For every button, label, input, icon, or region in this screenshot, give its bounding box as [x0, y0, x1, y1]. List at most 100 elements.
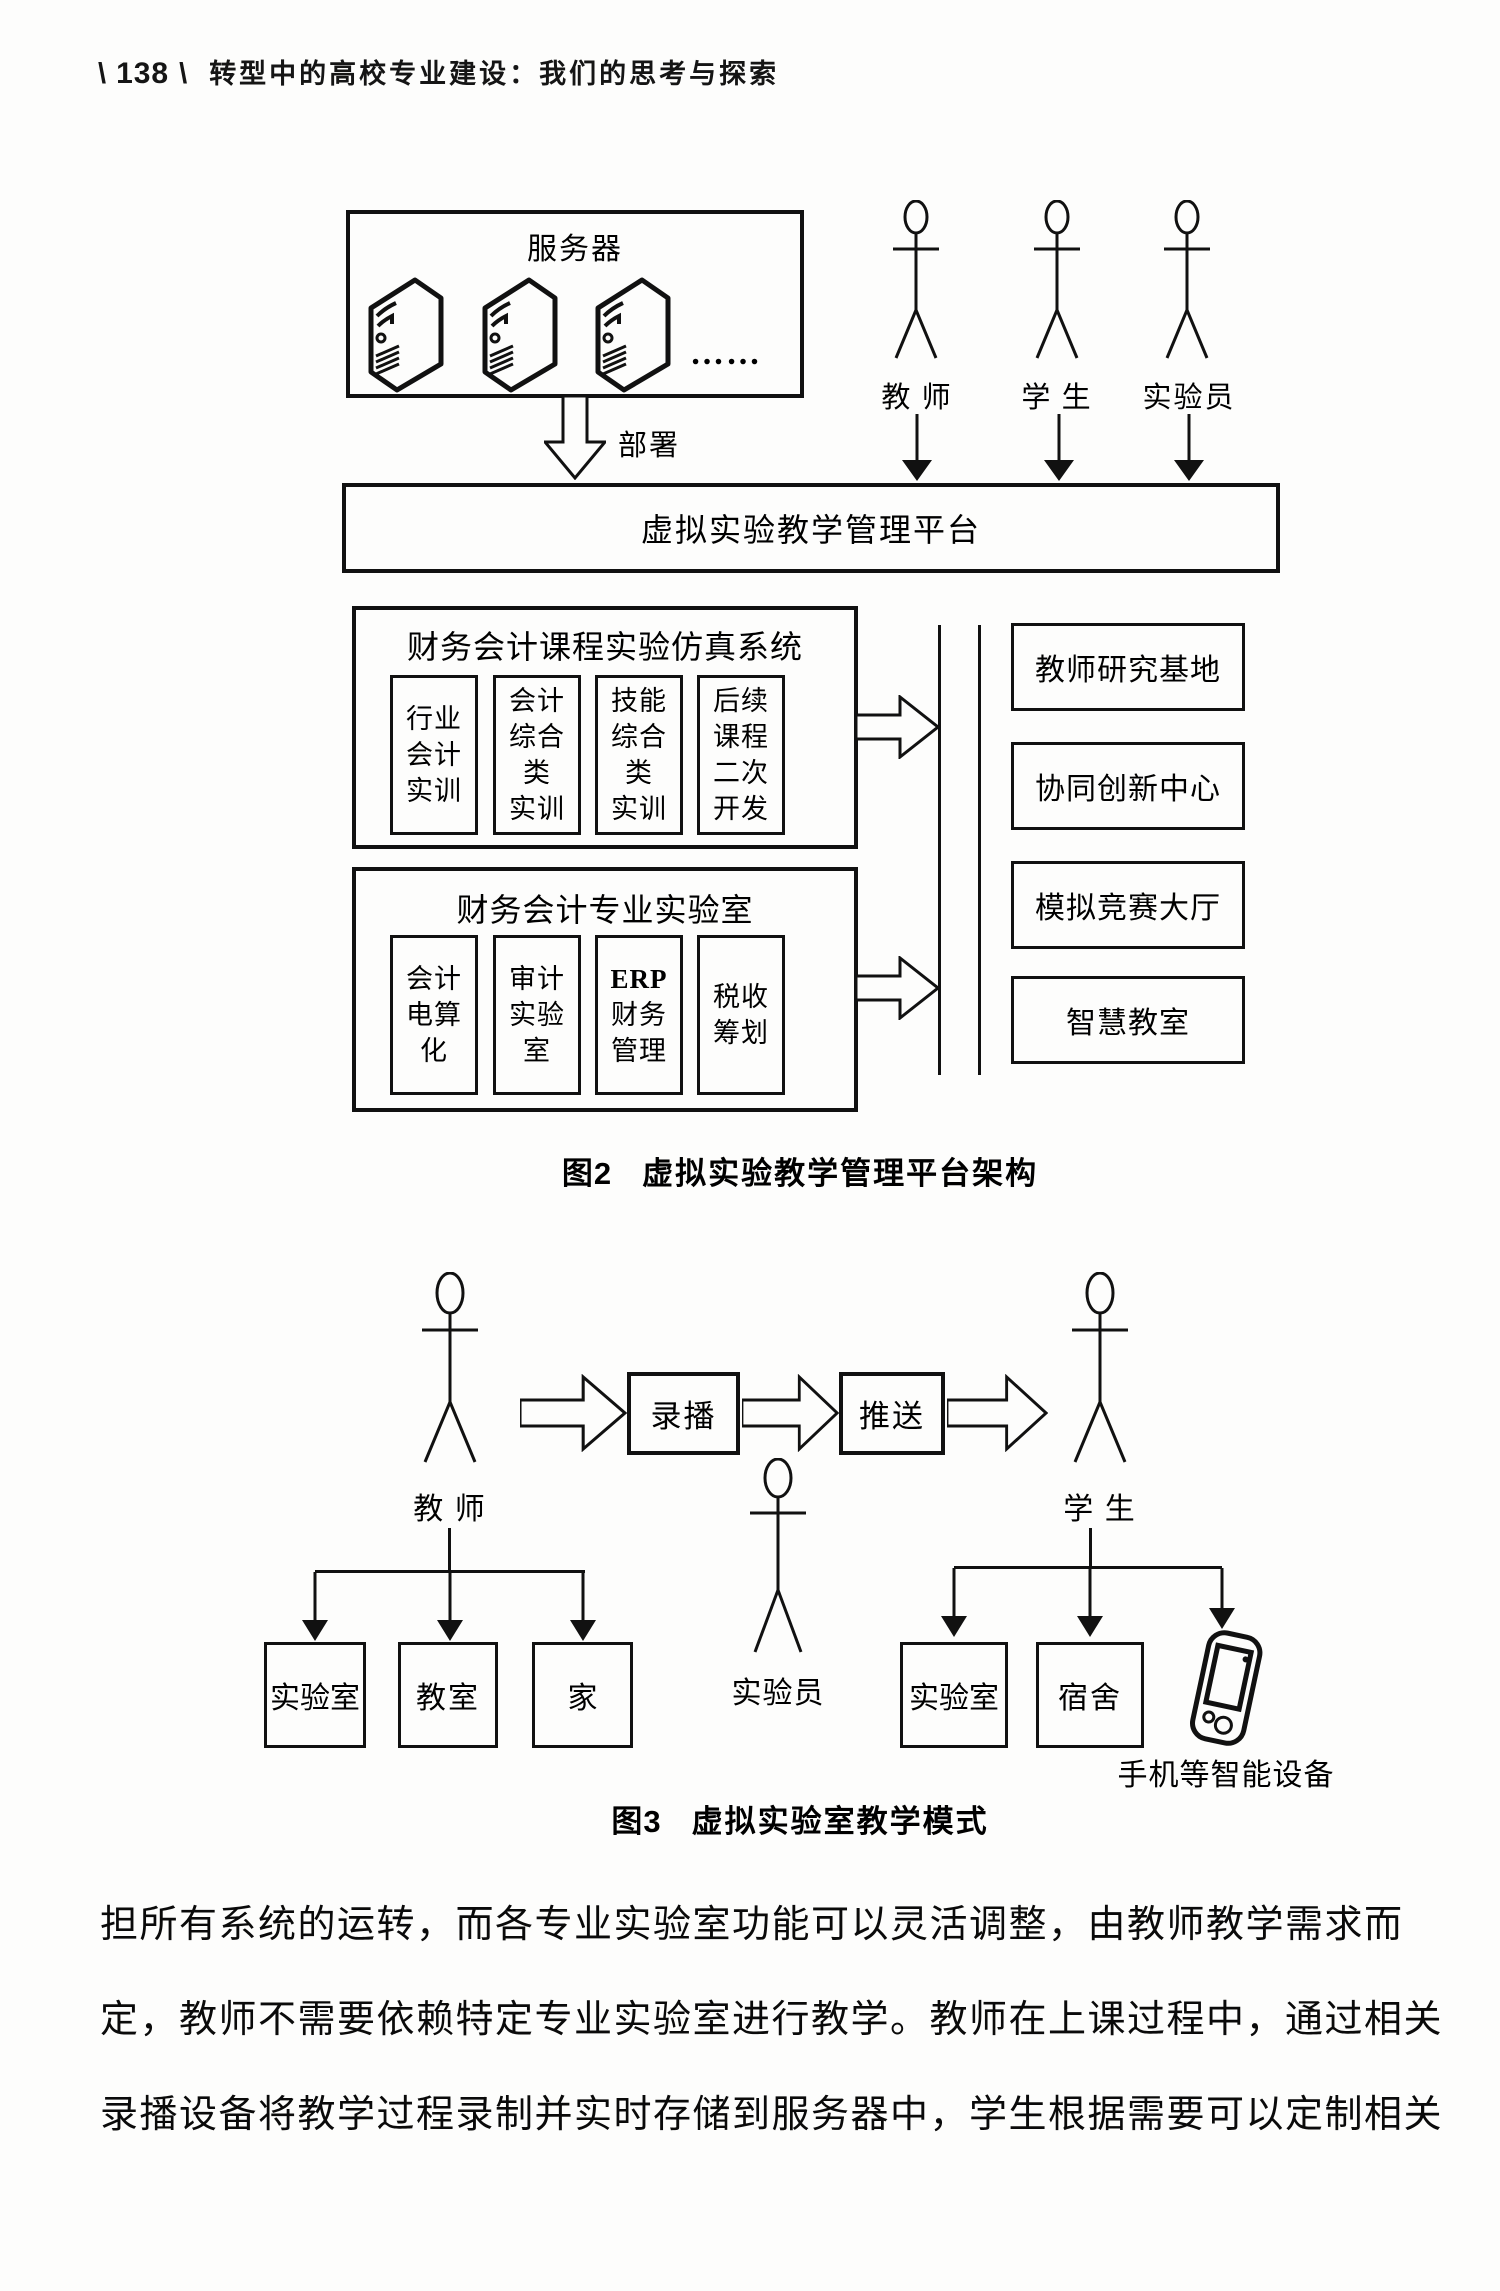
- sim-item-box: 后续 课程 二次 开发: [697, 675, 785, 835]
- body-text-line: 担所有系统的运转，而各专业实验室功能可以灵活调整，由教师教学需求而: [100, 1904, 1404, 1946]
- right-box-competition-hall: 模拟竞赛大厅: [1011, 861, 1245, 949]
- fig3-teacher-label: 教 师: [413, 1493, 487, 1526]
- sim-item-line: 二次: [713, 758, 769, 788]
- sim-item-box: 技能 综合类 实训: [595, 675, 683, 835]
- sim-item-line: 实训: [509, 794, 565, 824]
- server-icon: [482, 277, 558, 393]
- down-arrow-icon: [570, 1572, 596, 1641]
- teacher-place-lab-box: 实验室: [264, 1642, 366, 1748]
- server-icon: [595, 277, 671, 393]
- teacher-place-classroom-box: 教室: [398, 1642, 498, 1748]
- sim-item-line: 实训: [406, 776, 462, 806]
- sim-item-box: 会计 综合类 实训: [493, 675, 581, 835]
- down-arrow-icon: [1174, 414, 1204, 481]
- teacher-label: 教 师: [881, 382, 953, 414]
- place-label: 宿舍: [1058, 1682, 1122, 1715]
- body-text-line: 定，教师不需要依赖特定专业实验室进行教学。教师在上课过程中，通过相关: [100, 1999, 1444, 2041]
- server-box: 服务器: [346, 210, 804, 398]
- student-tree-stem: [1089, 1528, 1092, 1568]
- header-slash-left: \: [98, 58, 107, 90]
- deploy-label: 部署: [618, 430, 681, 462]
- right-box-label: 协同创新中心: [1035, 773, 1221, 806]
- sim-item-line: 综合类: [509, 722, 565, 788]
- fig3-student-label: 学 生: [1063, 1493, 1137, 1526]
- down-arrow-icon: [1209, 1568, 1235, 1629]
- figure2-caption: 图2 虚拟实验教学管理平台架构: [170, 1150, 1430, 1191]
- bus-line: [938, 625, 941, 1075]
- right-arrow-icon: [856, 695, 940, 759]
- right-arrow-icon: [856, 956, 940, 1020]
- sim-item-line: 开发: [713, 794, 769, 824]
- place-label: 实验室: [909, 1682, 999, 1715]
- deploy-arrow-icon: [544, 396, 606, 480]
- sim-item-line: 会计: [406, 740, 462, 770]
- student-place-dorm-box: 宿舍: [1036, 1642, 1144, 1748]
- right-box-research-base: 教师研究基地: [1011, 623, 1245, 711]
- push-label: 推送: [859, 1399, 925, 1434]
- right-box-innovation-center: 协同创新中心: [1011, 742, 1245, 830]
- figure3-caption-text: 虚拟实验室教学模式: [691, 1803, 989, 1839]
- sim-item-line: 后续: [713, 686, 769, 716]
- figure2-caption-number: 图2: [561, 1155, 613, 1191]
- lab-item-box: ERP 财务 管理: [595, 935, 683, 1095]
- sim-item-line: 会计: [509, 686, 565, 716]
- right-box-label: 教师研究基地: [1035, 654, 1221, 687]
- student-figure-icon: [1072, 1272, 1128, 1463]
- bus-line: [978, 625, 981, 1075]
- sim-item-line: 综合类: [611, 722, 667, 788]
- student-tree-line: [954, 1566, 1222, 1569]
- server-ellipsis: ……: [690, 335, 762, 372]
- header-slash-right: \: [179, 58, 188, 90]
- teacher-tree-stem: [448, 1528, 451, 1572]
- body-text-line: 录播设备将教学过程录制并实时存储到服务器中，学生根据需要可以定制相关: [100, 2094, 1444, 2136]
- sim-item-line: 实训: [611, 794, 667, 824]
- right-box-smart-classroom: 智慧教室: [1011, 976, 1245, 1064]
- lab-item-box: 审计 实验室: [493, 935, 581, 1095]
- figure3-caption-number: 图3: [611, 1803, 662, 1839]
- lab-item-line: 财务: [611, 1000, 667, 1030]
- push-box: 推送: [839, 1372, 945, 1455]
- smartphone-icon: [1190, 1630, 1263, 1746]
- lab-item-box: 会计 电算化: [390, 935, 478, 1095]
- lab-item-line: ERP: [610, 964, 668, 994]
- server-icon: [368, 277, 444, 393]
- place-label: 家: [567, 1682, 598, 1715]
- student-place-lab-box: 实验室: [900, 1642, 1008, 1748]
- down-arrow-icon: [941, 1568, 967, 1637]
- flow-arrow-icon: [742, 1374, 839, 1452]
- lab-item-box: 税收 筹划: [697, 935, 785, 1095]
- lab-item-line: 税收: [713, 982, 769, 1012]
- figure2-caption-text: 虚拟实验教学管理平台架构: [642, 1155, 1039, 1191]
- platform-label: 虚拟实验教学管理平台: [640, 512, 981, 548]
- lab-item-line: 管理: [611, 1036, 667, 1066]
- lab-item-line: 筹划: [713, 1018, 769, 1048]
- platform-bar: 虚拟实验教学管理平台: [342, 483, 1280, 573]
- down-arrow-icon: [1077, 1568, 1103, 1637]
- simulation-system-title: 财务会计课程实验仿真系统: [406, 629, 803, 665]
- student-label: 学 生: [1021, 382, 1093, 414]
- page-header: \ 138 \ 转型中的高校专业建设：我们的思考与探索: [98, 52, 1398, 91]
- sim-item-line: 课程: [713, 722, 769, 752]
- student-figure-icon: [1034, 200, 1080, 359]
- lab-system-title: 财务会计专业实验室: [456, 892, 754, 928]
- lab-item-line: 审计: [509, 964, 565, 994]
- record-box: 录播: [627, 1372, 740, 1455]
- down-arrow-icon: [1044, 414, 1074, 481]
- right-box-label: 智慧教室: [1066, 1007, 1190, 1040]
- teacher-figure-icon: [422, 1272, 478, 1463]
- down-arrow-icon: [437, 1572, 463, 1641]
- server-box-title: 服务器: [527, 233, 623, 266]
- place-label: 实验室: [270, 1682, 360, 1715]
- place-label: 教室: [416, 1682, 480, 1715]
- lab-assistant-label: 实验员: [1142, 382, 1236, 414]
- down-arrow-icon: [902, 414, 932, 481]
- sim-item-line: 行业: [406, 704, 462, 734]
- lab-assistant-figure-icon: [1164, 200, 1210, 359]
- lab-assistant-figure-icon: [750, 1458, 806, 1653]
- running-title: 转型中的高校专业建设：我们的思考与探索: [209, 59, 780, 89]
- teacher-place-home-box: 家: [532, 1642, 633, 1748]
- record-label: 录播: [650, 1399, 717, 1434]
- fig3-assistant-label: 实验员: [731, 1677, 825, 1710]
- lab-item-line: 电算化: [406, 1000, 462, 1066]
